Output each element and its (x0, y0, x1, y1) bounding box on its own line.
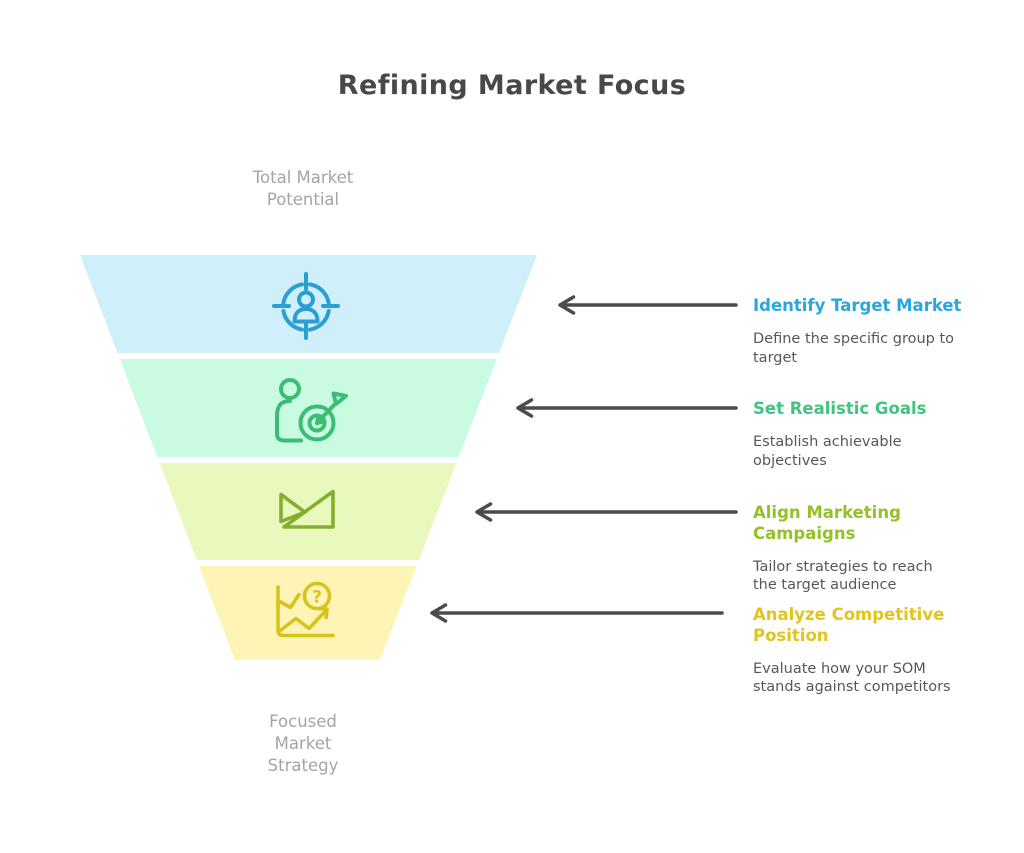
annotation-arrow-4 (430, 603, 724, 623)
annotation-heading: Set Realistic Goals (753, 399, 927, 418)
annotation-arrow-2 (516, 398, 738, 418)
annotation-arrow-1 (558, 295, 738, 315)
target-user-icon (272, 272, 340, 340)
funnel-top-label: Total Market Potential (252, 168, 354, 209)
annotation-identify-target-market: Identify Target Market Define the specif… (753, 296, 993, 367)
person-dartboard-icon (275, 378, 348, 443)
funnel-bottom-label: Focused Market Strategy (267, 712, 339, 775)
annotation-description: Define the specific group to target (753, 330, 955, 366)
annotation-arrow-3 (475, 502, 738, 522)
annotation-heading: Align Marketing Campaigns (753, 503, 901, 543)
annotation-align-marketing-campaigns: Align Marketing Campaigns Tailor strateg… (753, 503, 993, 595)
annotation-heading: Identify Target Market (753, 296, 962, 315)
annotation-description: Tailor strategies to reach the target au… (753, 558, 933, 594)
annotation-description: Evaluate how your SOM stands against com… (753, 660, 951, 696)
funnel-tier-analyze-competitive-position (199, 566, 417, 660)
campaign-triangles-icon (279, 489, 335, 529)
annotation-analyze-competitive-position: Analyze Competitive Position Evaluate ho… (753, 605, 993, 697)
question-mark-glyph: ? (312, 588, 322, 608)
annotation-set-realistic-goals: Set Realistic Goals Establish achievable… (753, 399, 993, 470)
page-title: Refining Market Focus (337, 70, 687, 101)
chart-question-icon: ? (276, 581, 335, 638)
annotation-description: Establish achievable objectives (753, 433, 902, 469)
annotation-heading: Analyze Competitive Position (753, 605, 945, 645)
